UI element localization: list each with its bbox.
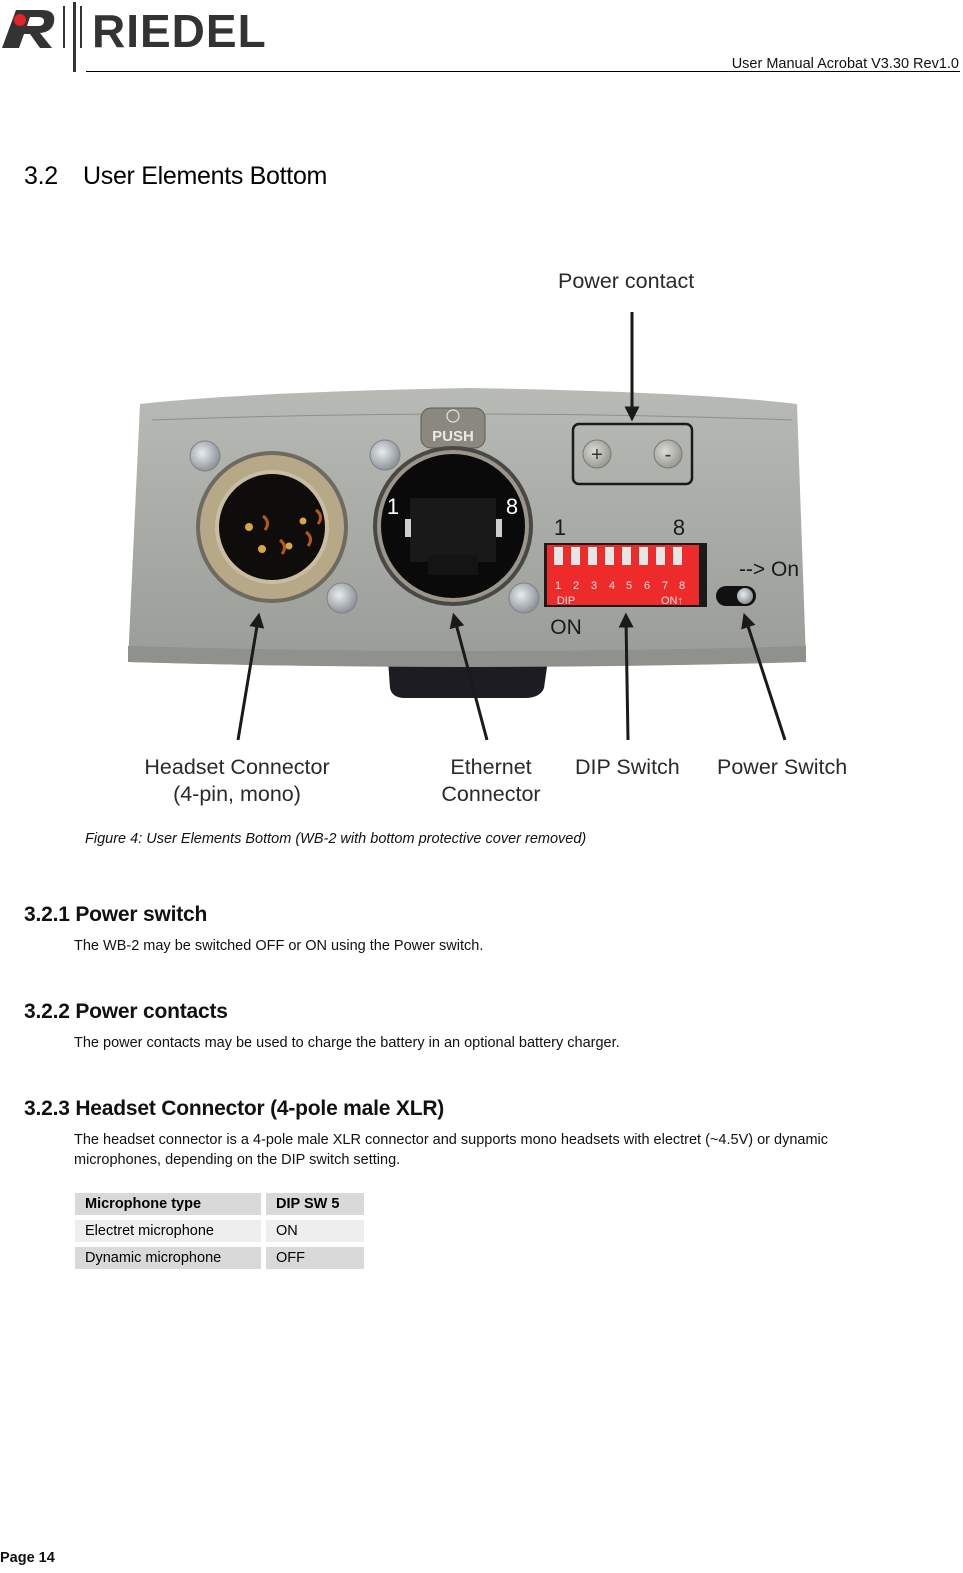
table-row: Electret microphone ON [75, 1220, 369, 1242]
ethernet-connector: PUSH 1 8 [373, 407, 533, 606]
riedel-logo: RIEDEL [2, 2, 267, 72]
callout-power-switch: Power Switch [717, 755, 848, 779]
table-cell: Electret microphone [75, 1220, 261, 1242]
xlr-connector [196, 451, 348, 603]
svg-text:1: 1 [555, 580, 561, 592]
riedel-r-mark-icon [2, 10, 55, 48]
section-heading: 3.2 User Elements Bottom [24, 162, 327, 191]
svg-text:PUSH: PUSH [432, 428, 474, 445]
power-contacts: + - [571, 422, 694, 486]
svg-text:ON: ON [550, 616, 582, 639]
table-cell: ON [266, 1220, 364, 1242]
text-power-contacts: The power contacts may be used to charge… [74, 1035, 620, 1051]
figure-caption: Figure 4: User Elements Bottom (WB-2 wit… [85, 831, 587, 847]
svg-text:8: 8 [679, 580, 685, 592]
callout-power-contact: Power contact [558, 269, 695, 293]
table-cell: Dynamic microphone [75, 1247, 261, 1269]
section-title: User Elements Bottom [83, 162, 328, 190]
battery-bump [388, 660, 548, 698]
svg-text:2: 2 [573, 580, 579, 592]
header-rule [86, 71, 960, 72]
page-number: Page 14 [0, 1550, 55, 1566]
svg-text:-: - [665, 444, 672, 466]
svg-text:4: 4 [609, 580, 615, 592]
callout-arrows [236, 312, 787, 741]
svg-text:ON↑: ON↑ [661, 595, 683, 607]
table-cell: OFF [266, 1247, 364, 1269]
table-header-row: Microphone type DIP SW 5 [75, 1193, 369, 1215]
column-header-mic-type: Microphone type [75, 1193, 261, 1215]
heading-power-switch: 3.2.1 Power switch [24, 903, 208, 926]
screw-icon [189, 439, 540, 614]
svg-text:5: 5 [626, 580, 632, 592]
heading-power-contacts: 3.2.2 Power contacts [24, 1000, 228, 1023]
svg-text:1: 1 [554, 515, 566, 540]
document-title: User Manual Acrobat V3.30 Rev1.0 [731, 56, 959, 72]
wb2-bottom-photo: PUSH 1 8 + - [128, 312, 806, 741]
heading-headset-connector: 3.2.3 Headset Connector (4-pole male XLR… [24, 1097, 445, 1120]
svg-text:--> On: --> On [739, 558, 799, 581]
svg-text:DIP: DIP [557, 595, 575, 607]
svg-text:8: 8 [673, 515, 685, 540]
dip-switch: 1 2 3 4 5 6 7 8 DIP ON↑ 1 8 ON [544, 515, 707, 639]
svg-text:8: 8 [506, 494, 518, 519]
svg-text:RIEDEL: RIEDEL [92, 5, 267, 57]
callout-dip-switch: DIP Switch [575, 755, 680, 779]
microphone-table: Microphone type DIP SW 5 Electret microp… [75, 1193, 369, 1274]
svg-text:7: 7 [662, 580, 668, 592]
text-power-switch: The WB-2 may be switched OFF or ON using… [74, 938, 484, 954]
callout-headset-connector: Headset Connector (4-pin, mono) [144, 755, 330, 806]
power-switch: --> On [716, 558, 799, 606]
svg-text:3: 3 [591, 580, 597, 592]
text-headset-connector: The headset connector is a 4-pole male X… [74, 1132, 829, 1168]
column-header-dip-sw5: DIP SW 5 [266, 1193, 364, 1215]
svg-text:6: 6 [644, 580, 650, 592]
device-figure: PUSH 1 8 + - [0, 260, 963, 820]
svg-text:1: 1 [387, 494, 399, 519]
svg-text:+: + [591, 444, 603, 466]
callout-ethernet-connector: Ethernet Connector [441, 755, 541, 806]
section-number: 3.2 [24, 162, 58, 190]
table-row: Dynamic microphone OFF [75, 1247, 369, 1269]
